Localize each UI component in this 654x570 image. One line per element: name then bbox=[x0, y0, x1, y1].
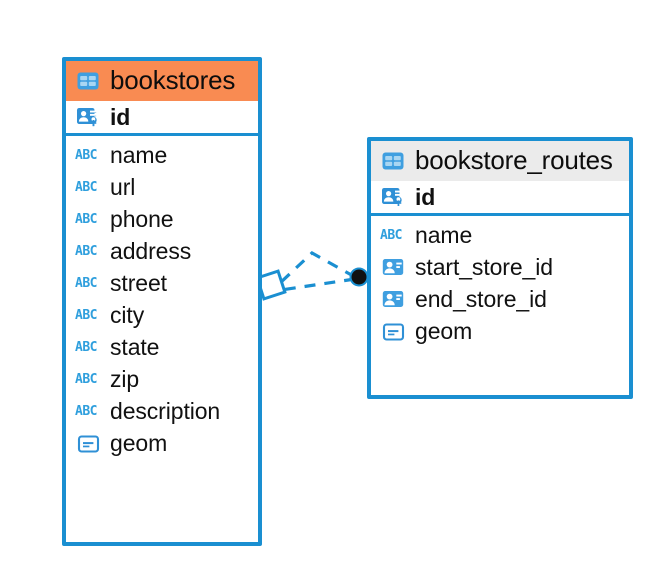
abc-icon: ABC bbox=[75, 275, 97, 291]
field-row-street[interactable]: ABC street bbox=[66, 267, 258, 299]
abc-icon: ABC bbox=[75, 147, 97, 163]
field-label: geom bbox=[415, 317, 473, 344]
abc-icon: ABC bbox=[75, 307, 97, 323]
field-row-state[interactable]: ABC state bbox=[66, 331, 258, 363]
field-label: start_store_id bbox=[415, 253, 553, 280]
field-row-zip[interactable]: ABC zip bbox=[66, 363, 258, 395]
entity-title-bookstores: bookstores bbox=[110, 65, 236, 95]
field-label: description bbox=[110, 397, 221, 424]
field-row-end-store-id[interactable]: end_store_id bbox=[371, 283, 629, 315]
abc-icon: ABC bbox=[380, 227, 402, 243]
relationship-circle-marker bbox=[349, 267, 369, 287]
field-row-description[interactable]: ABC description bbox=[66, 395, 258, 427]
field-row-address[interactable]: ABC address bbox=[66, 235, 258, 267]
relationship-line-upper bbox=[277, 251, 356, 286]
entity-title-bookstore-routes: bookstore_routes bbox=[415, 145, 613, 175]
field-label: city bbox=[110, 301, 145, 328]
field-label: name bbox=[415, 221, 473, 248]
primary-key-row-bookstores[interactable]: id bbox=[66, 101, 258, 137]
table-icon bbox=[75, 68, 101, 94]
abc-icon: ABC bbox=[75, 339, 97, 355]
abc-icon: ABC bbox=[75, 179, 97, 195]
field-list-bookstore-routes: ABC name start_store_id bbox=[371, 216, 629, 352]
field-label: end_store_id bbox=[415, 285, 547, 312]
geometry-icon bbox=[75, 430, 101, 456]
primary-key-label: id bbox=[415, 183, 436, 210]
field-label: address bbox=[110, 237, 192, 264]
abc-icon: ABC bbox=[75, 403, 97, 419]
abc-icon: ABC bbox=[75, 243, 97, 259]
field-label: zip bbox=[110, 365, 140, 392]
field-row-phone[interactable]: ABC phone bbox=[66, 203, 258, 235]
field-label: state bbox=[110, 333, 160, 360]
field-label: street bbox=[110, 269, 167, 296]
field-row-name[interactable]: ABC name bbox=[66, 139, 258, 171]
field-row[interactable]: id bbox=[66, 101, 258, 133]
abc-icon: ABC bbox=[75, 371, 97, 387]
table-icon bbox=[380, 148, 406, 174]
primary-key-row-bookstore-routes[interactable]: id bbox=[371, 181, 629, 217]
entity-table-bookstore-routes[interactable]: bookstore_routes bbox=[367, 137, 633, 399]
field-list-bookstores: ABC name ABC url ABC phone ABC bbox=[66, 136, 258, 464]
geometry-icon bbox=[380, 318, 406, 344]
field-row-geom[interactable]: geom bbox=[371, 315, 629, 347]
relationship-line-lower bbox=[280, 277, 356, 292]
foreign-key-icon bbox=[380, 286, 406, 312]
field-row-geom[interactable]: geom bbox=[66, 427, 258, 459]
field-label: phone bbox=[110, 205, 174, 232]
field-row-start-store-id[interactable]: start_store_id bbox=[371, 251, 629, 283]
field-row-url[interactable]: ABC url bbox=[66, 171, 258, 203]
primary-key-icon bbox=[380, 184, 406, 210]
field-label: name bbox=[110, 141, 168, 168]
entity-header-bookstores[interactable]: bookstores bbox=[66, 61, 258, 102]
entity-table-bookstores[interactable]: bookstores bbox=[62, 57, 262, 546]
field-label: url bbox=[110, 173, 136, 200]
foreign-key-icon bbox=[380, 254, 406, 280]
primary-key-label: id bbox=[110, 103, 131, 130]
field-label: geom bbox=[110, 429, 168, 456]
field-row-city[interactable]: ABC city bbox=[66, 299, 258, 331]
field-row-name[interactable]: ABC name bbox=[371, 219, 629, 251]
abc-icon: ABC bbox=[75, 211, 97, 227]
primary-key-icon bbox=[75, 104, 101, 130]
entity-header-bookstore-routes[interactable]: bookstore_routes bbox=[371, 141, 629, 182]
field-row[interactable]: id bbox=[371, 181, 629, 213]
